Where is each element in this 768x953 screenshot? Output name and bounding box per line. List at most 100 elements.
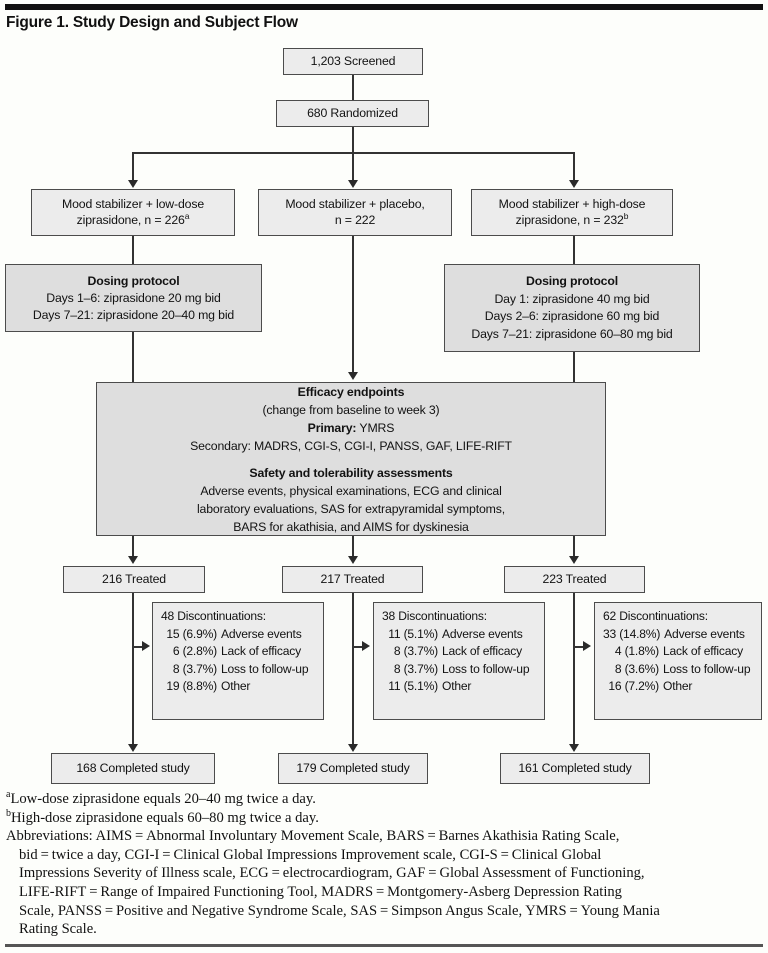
disc-high-row-4: 16 (7.2%) Other xyxy=(603,678,753,696)
connector-arm-placebo-down xyxy=(352,236,354,376)
safety-line-3: BARS for akathisia, and AIMS for dyskine… xyxy=(233,519,469,534)
disc-placebo-title: 38 Discontinuations: xyxy=(382,609,487,623)
node-arm-placebo: Mood stabilizer + placebo, n = 222 xyxy=(258,189,452,236)
abbrev-line-5: Scale, PANSS = Positive and Negative Syn… xyxy=(19,902,660,919)
disc-low-row-2: 6 (2.8%) Lack of efficacy xyxy=(161,643,315,661)
treated-placebo-label: 217 Treated xyxy=(320,571,385,586)
disc-high-row-1-count: 33 (14.8%) xyxy=(603,626,661,641)
connector-screened-to-randomized xyxy=(352,75,354,100)
disc-low-row-3-label: Loss to follow-up xyxy=(221,661,309,676)
node-treated-low: 216 Treated xyxy=(63,566,205,593)
connector-dosing-high-down xyxy=(573,352,575,382)
disc-low-row-1: 15 (6.9%) Adverse events xyxy=(161,626,315,644)
completed-high-label: 161 Completed study xyxy=(518,760,632,775)
disc-high-row-4-label: Other xyxy=(663,679,693,693)
disc-high-title: 62 Discontinuations: xyxy=(603,609,708,623)
arrow-into-treated-placebo xyxy=(348,556,358,564)
disc-placebo-row-1-count: 11 (5.1%) xyxy=(388,626,438,641)
arm-low-line2: ziprasidone, n = 226a xyxy=(76,210,190,227)
connector-endpoints-to-treated-placebo xyxy=(352,536,354,558)
connector-arm-high-down xyxy=(573,236,575,268)
arm-placebo-line1: Mood stabilizer + placebo, xyxy=(285,197,425,211)
disc-high-row-1: 33 (14.8%) Adverse events xyxy=(603,626,753,644)
completed-low-label: 168 Completed study xyxy=(76,760,190,775)
connector-arm-low-down xyxy=(132,236,134,284)
disc-low-row-1-label: Adverse events xyxy=(221,626,302,641)
arrow-into-arm-high xyxy=(569,180,579,188)
node-randomized: 680 Randomized xyxy=(276,100,429,127)
arrow-into-completed-low xyxy=(128,744,138,752)
arm-low-line1: Mood stabilizer + low-dose xyxy=(61,197,205,211)
abbrev-line-6: Rating Scale. xyxy=(19,921,97,938)
safety-line-2: laboratory evaluations, SAS for extrapyr… xyxy=(196,501,506,516)
arm-high-line2: ziprasidone, n = 232b xyxy=(515,210,629,227)
disc-placebo-row-2: 8 (3.7%) Lack of efficacy xyxy=(382,643,536,661)
footnote-b-marker: b xyxy=(6,807,11,819)
disc-placebo-row-3: 8 (3.7%) Loss to follow-up xyxy=(382,661,536,679)
node-discontinuations-low: 48 Discontinuations: 15 (6.9%) Adverse e… xyxy=(152,602,324,720)
node-completed-placebo: 179 Completed study xyxy=(278,753,428,784)
connector-split-right-drop xyxy=(573,152,575,182)
connector-branch-disc-placebo xyxy=(352,646,364,648)
arrow-into-endpoints xyxy=(348,372,358,380)
dosing-high-line-3: Days 7–21: ziprasidone 60–80 mg bid xyxy=(471,326,673,341)
disc-low-title: 48 Discontinuations: xyxy=(161,609,266,623)
disc-high-row-3-label: Loss to follow-up xyxy=(663,661,751,676)
connector-branch-disc-low xyxy=(132,646,144,648)
disc-placebo-row-3-label: Loss to follow-up xyxy=(442,661,530,676)
disc-placebo-row-4-count: 11 (5.1%) xyxy=(388,679,438,693)
disc-placebo-row-1-label: Adverse events xyxy=(442,626,523,641)
node-dosing-protocol-high: Dosing protocol Day 1: ziprasidone 40 mg… xyxy=(444,264,700,352)
dosing-high-line-2: Days 2–6: ziprasidone 60 mg bid xyxy=(484,309,660,323)
disc-placebo-row-3-count: 8 (3.7%) xyxy=(393,661,438,676)
footnote-a: aLow-dose ziprasidone equals 20–40 mg tw… xyxy=(6,790,762,809)
disc-placebo-row-4-label: Other xyxy=(442,679,472,693)
arrow-into-treated-high xyxy=(569,556,579,564)
disc-high-row-2-label: Lack of efficacy xyxy=(663,644,743,658)
bottom-rule xyxy=(5,944,763,947)
arrow-into-arm-placebo xyxy=(348,180,358,188)
dosing-high-line-1: Day 1: ziprasidone 40 mg bid xyxy=(494,291,650,306)
arrow-into-arm-low xyxy=(128,180,138,188)
node-completed-high: 161 Completed study xyxy=(500,753,650,784)
disc-low-row-3-count: 8 (3.7%) xyxy=(172,661,217,676)
endpoints-secondary: Secondary: MADRS, CGI-S, CGI-I, PANSS, G… xyxy=(190,438,512,453)
node-treated-placebo: 217 Treated xyxy=(282,566,423,593)
connector-dosing-low-down xyxy=(132,332,134,382)
disc-low-row-2-label: Lack of efficacy xyxy=(221,644,301,658)
treated-low-label: 216 Treated xyxy=(102,571,166,586)
disc-low-row-1-count: 15 (6.9%) xyxy=(166,626,217,641)
node-discontinuations-placebo: 38 Discontinuations: 11 (5.1%) Adverse e… xyxy=(373,602,545,720)
arrow-into-disc-low xyxy=(142,641,150,651)
connector-treated-low-stem xyxy=(132,593,134,745)
endpoints-subtitle: (change from baseline to week 3) xyxy=(262,402,440,417)
footnote-a-marker: a xyxy=(6,789,11,801)
connector-branch-disc-high xyxy=(573,646,585,648)
connector-split-mid-drop xyxy=(352,152,354,182)
node-screened-label: 1,203 Screened xyxy=(310,53,396,68)
safety-line-1: Adverse events, physical examinations, E… xyxy=(200,483,502,498)
disc-low-row-2-count: 6 (2.8%) xyxy=(172,644,217,658)
arrow-into-completed-high xyxy=(569,744,579,752)
abbreviations-block: Abbreviations: AIMS = Abnormal Involunta… xyxy=(6,827,762,939)
arrow-into-disc-high xyxy=(583,641,591,651)
abbrev-line-1: Abbreviations: AIMS = Abnormal Involunta… xyxy=(6,828,620,845)
disc-low-row-4-count: 19 (8.8%) xyxy=(166,679,217,693)
abbrev-line-4: LIFE-RIFT = Range of Impaired Functionin… xyxy=(19,883,622,900)
figure-title: Figure 1. Study Design and Subject Flow xyxy=(6,14,298,31)
node-treated-high: 223 Treated xyxy=(504,566,645,593)
disc-low-row-3: 8 (3.7%) Loss to follow-up xyxy=(161,661,315,679)
arm-placebo-line2: n = 222 xyxy=(334,212,376,227)
node-dosing-protocol-low: Dosing protocol Days 1–6: ziprasidone 20… xyxy=(5,264,262,332)
node-efficacy-endpoints: Efficacy endpoints (change from baseline… xyxy=(96,382,606,536)
connector-endpoints-to-treated-low xyxy=(132,536,134,558)
endpoints-title: Efficacy endpoints xyxy=(297,384,405,399)
disc-placebo-row-1: 11 (5.1%) Adverse events xyxy=(382,626,536,644)
arm-high-superscript: b xyxy=(623,210,629,221)
connector-endpoints-to-treated-high xyxy=(573,536,575,558)
disc-placebo-row-2-count: 8 (3.7%) xyxy=(393,644,438,658)
disc-low-row-4: 19 (8.8%) Other xyxy=(161,678,315,696)
dosing-low-title: Dosing protocol xyxy=(87,273,180,288)
disc-high-row-1-label: Adverse events xyxy=(664,626,745,641)
dosing-low-line-2: Days 7–21: ziprasidone 20–40 mg bid xyxy=(32,307,235,322)
